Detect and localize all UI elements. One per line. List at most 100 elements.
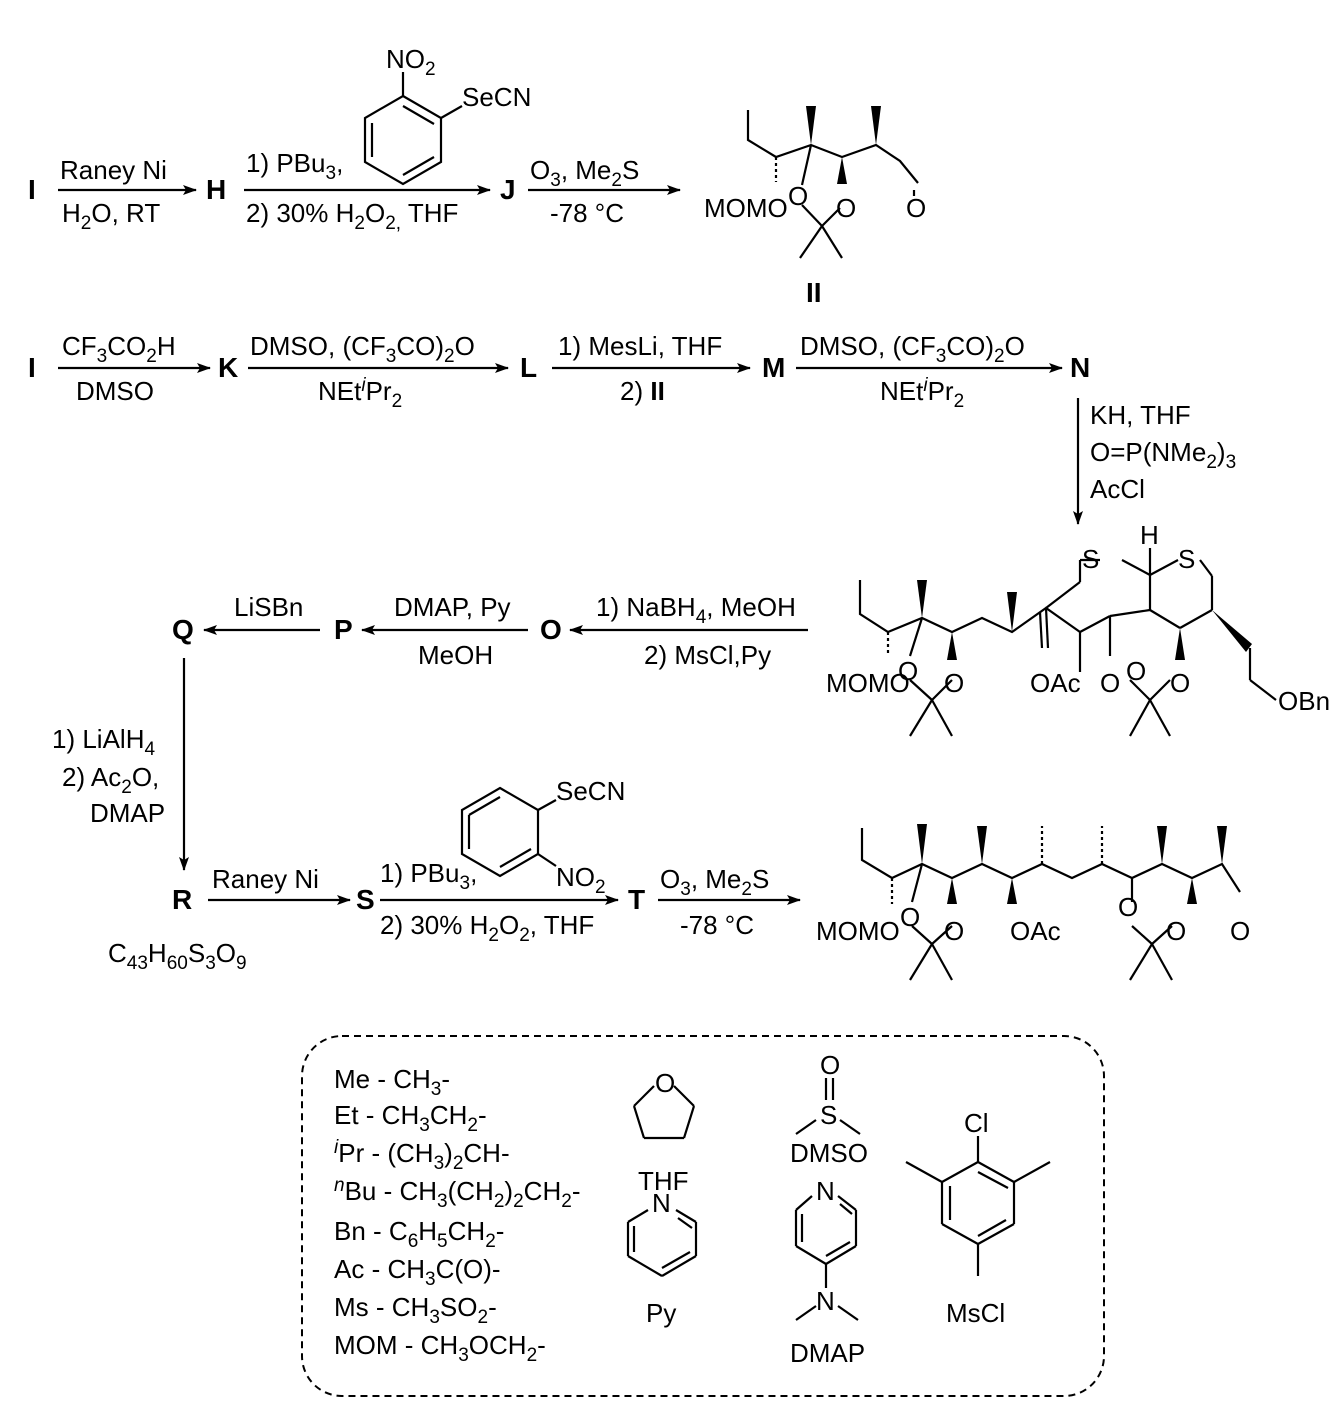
- dmap-structure: N N DMAP: [790, 1176, 865, 1368]
- svg-text:O: O: [1126, 656, 1146, 686]
- compound-S: S: [356, 884, 375, 915]
- svg-text:N: N: [652, 1188, 671, 1218]
- thf-structure: O THF: [632, 1068, 696, 1196]
- reagent-14-top: 1) PBu3,: [380, 858, 477, 894]
- nitrophenyl-selenocyanate-2: SeCN NO2: [460, 776, 625, 898]
- reagent-11-top: LiSBn: [234, 592, 303, 622]
- selenocyanate-group: SeCN: [462, 82, 531, 112]
- compound-I-2: I: [28, 352, 36, 383]
- abbreviation-list: Me - CH3- Et - CH3CH2- iPr - (CH3)2CH- n…: [334, 1064, 580, 1366]
- svg-text:O: O: [944, 668, 964, 698]
- structure-final-aldehyde: MOMO O O OAc O O O: [816, 824, 1250, 981]
- abbr-mom: MOM - CH3OCH2-: [334, 1330, 546, 1366]
- reagent-2-bottom: 2) 30% H2O2, THF: [246, 198, 458, 234]
- reagent-3-bottom: -78 °C: [550, 198, 624, 228]
- abbr-ac: Ac - CH3C(O)-: [334, 1254, 501, 1290]
- reagent-1-top: Raney Ni: [60, 155, 167, 185]
- svg-text:MOMO: MOMO: [704, 193, 788, 223]
- compound-I: I: [28, 174, 36, 205]
- compound-K: K: [218, 352, 238, 383]
- compound-II: II: [806, 277, 822, 308]
- svg-text:MOMO: MOMO: [816, 916, 900, 946]
- abbr-bn: Bn - C6H5CH2-: [334, 1216, 504, 1252]
- svg-text:OAc: OAc: [1010, 916, 1061, 946]
- reagent-14-bottom: 2) 30% H2O2, THF: [380, 910, 594, 946]
- reagent-10-top: DMAP, Py: [394, 592, 511, 622]
- reagent-15-bottom: -78 °C: [680, 910, 754, 940]
- abbr-nbu: nBu - CH3(CH2)2CH2-: [334, 1175, 580, 1212]
- mscl-structure: Cl MsCl: [905, 1108, 1051, 1328]
- formula-R: C43H60S3O9: [108, 938, 247, 974]
- reagent-10-bottom: MeOH: [418, 640, 493, 670]
- compound-P: P: [334, 614, 353, 645]
- nitro-group: NO2: [386, 44, 436, 80]
- reagent-4-top: CF3CO2H: [62, 331, 176, 367]
- reagent-3-top: O3, Me2S: [530, 155, 639, 191]
- reagent-7-bottom: NEtiPr2: [880, 375, 964, 412]
- abbr-ipr: iPr - (CH3)2CH-: [334, 1137, 510, 1174]
- svg-text:O: O: [655, 1068, 675, 1098]
- svg-text:H: H: [1140, 520, 1159, 550]
- svg-text:O: O: [898, 656, 918, 686]
- reagent-12-line3: DMAP: [90, 798, 165, 828]
- reagent-8-line3: AcCl: [1090, 474, 1145, 504]
- svg-text:N: N: [816, 1286, 835, 1316]
- svg-text:S: S: [1178, 544, 1195, 574]
- structure-II: MOMO O O O: [704, 106, 926, 259]
- abbr-ms: Ms - CH3SO2-: [334, 1292, 497, 1328]
- nitrophenyl-selenocyanate-1: NO2 SeCN: [363, 44, 531, 186]
- reagent-5-bottom: NEtiPr2: [318, 375, 402, 412]
- svg-text:O: O: [944, 916, 964, 946]
- reagent-13-top: Raney Ni: [212, 864, 319, 894]
- abbr-me: Me - CH3-: [334, 1064, 450, 1100]
- reagent-9-bottom: 2) MsCl,Py: [644, 640, 771, 670]
- svg-text:OBn: OBn: [1278, 686, 1330, 716]
- compound-M: M: [762, 352, 785, 383]
- reagent-7-top: DMSO, (CF3CO)2O: [800, 331, 1025, 367]
- svg-text:MOMO: MOMO: [826, 668, 910, 698]
- reagent-8-line1: KH, THF: [1090, 400, 1191, 430]
- svg-text:Py: Py: [646, 1298, 676, 1328]
- svg-text:DMSO: DMSO: [790, 1138, 868, 1168]
- svg-text:S: S: [1082, 544, 1099, 574]
- compound-Q: Q: [172, 614, 194, 645]
- compound-R: R: [172, 884, 192, 915]
- reagent-12-line1: 1) LiAlH4: [52, 724, 155, 760]
- svg-text:O: O: [788, 181, 808, 211]
- svg-text:N: N: [816, 1176, 835, 1206]
- svg-text:THF: THF: [638, 1166, 689, 1196]
- svg-text:O: O: [836, 193, 856, 223]
- svg-text:NO2: NO2: [556, 862, 606, 898]
- svg-text:O: O: [900, 902, 920, 932]
- svg-text:MsCl: MsCl: [946, 1298, 1005, 1328]
- pyridine-structure: N Py: [626, 1188, 698, 1328]
- dmso-structure: O S DMSO: [790, 1050, 868, 1168]
- svg-text:O: O: [1170, 668, 1190, 698]
- compound-H: H: [206, 174, 226, 205]
- svg-text:O: O: [1118, 892, 1138, 922]
- reagent-15-top: O3, Me2S: [660, 864, 769, 900]
- svg-text:DMAP: DMAP: [790, 1338, 865, 1368]
- svg-text:OAc: OAc: [1030, 668, 1081, 698]
- legend-box: [301, 1035, 1105, 1397]
- reagent-9-top: 1) NaBH4, MeOH: [596, 592, 796, 628]
- svg-text:Cl: Cl: [964, 1108, 989, 1138]
- reagent-6-top: 1) MesLi, THF: [558, 331, 722, 361]
- reagent-6-bottom: 2) II: [620, 376, 665, 406]
- compound-N: N: [1070, 352, 1090, 383]
- reagent-5-top: DMSO, (CF3CO)2O: [250, 331, 475, 367]
- compound-O: O: [540, 614, 562, 645]
- compound-T: T: [628, 884, 645, 915]
- svg-text:O: O: [1230, 916, 1250, 946]
- svg-text:O: O: [820, 1050, 840, 1080]
- svg-text:SeCN: SeCN: [556, 776, 625, 806]
- abbr-et: Et - CH3CH2-: [334, 1100, 487, 1136]
- reagent-2-top: 1) PBu3,: [246, 148, 343, 184]
- reagent-4-bottom: DMSO: [76, 376, 154, 406]
- structure-dithiane-intermediate: MOMO O O OAc O O O S S H OBn: [826, 520, 1330, 737]
- reagent-12-line2: 2) Ac2O,: [62, 762, 159, 798]
- svg-text:O: O: [906, 193, 926, 223]
- compound-L: L: [520, 352, 537, 383]
- reagent-8-line2: O=P(NMe2)3: [1090, 437, 1236, 473]
